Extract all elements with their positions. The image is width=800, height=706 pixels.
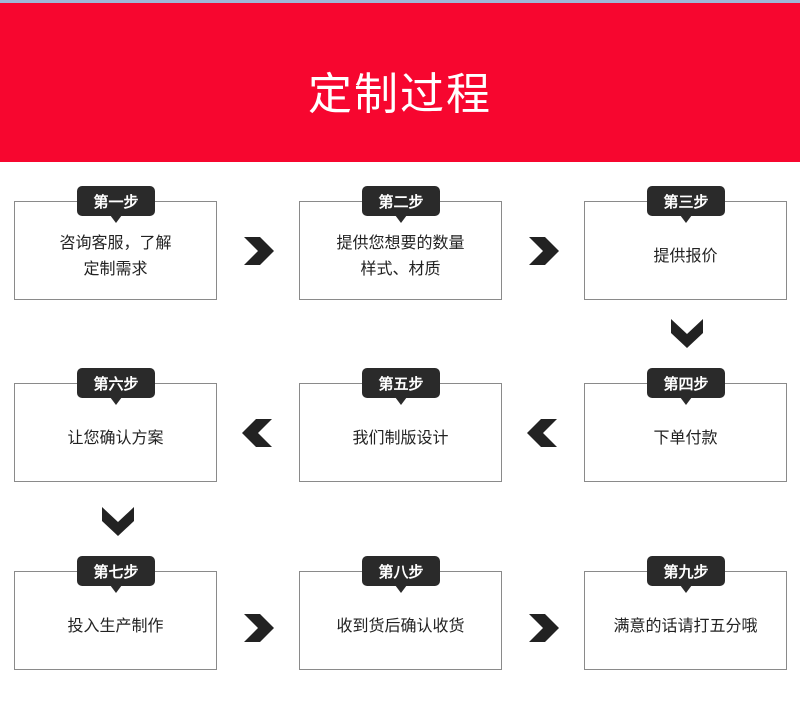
chevron-down-icon [100,503,136,539]
step-text-line: 让您确认方案 [67,427,164,447]
chevron-right-icon [240,233,276,269]
step-text: 我们制版设计 [352,425,448,451]
step-label: 第四步 [647,368,725,405]
step-label: 第二步 [362,186,440,223]
step-box: 投入生产制作 [14,571,217,670]
step-text-line: 提供您想要的数量 [336,232,465,252]
chevron-right-icon [525,610,561,646]
step-text: 提供报价 [653,243,717,269]
step-label: 第六步 [77,368,155,405]
chevron-right-icon [240,610,276,646]
chevron-down-icon [669,315,705,351]
step-text-line: 定制需求 [83,258,148,278]
step-text-line: 我们制版设计 [352,427,449,447]
chevron-left-icon [525,415,561,451]
page-title: 定制过程 [308,69,492,120]
step-text-line: 收到货后确认收货 [336,615,465,635]
step-label: 第一步 [77,186,155,223]
step-text-line: 满意的话请打五分哦 [613,615,758,635]
step-text-line: 样式、材质 [360,258,441,278]
chevron-right-icon [525,233,561,269]
step-text: 下单付款 [653,425,717,451]
step-label: 第三步 [647,186,725,223]
header-banner: 定制过程 [0,0,800,162]
step-text: 投入生产制作 [67,613,163,639]
step-text-line: 投入生产制作 [67,615,164,635]
step-text-line: 咨询客服，了解 [59,232,172,252]
step-text: 让您确认方案 [67,425,163,451]
step-text: 收到货后确认收货 [336,613,464,639]
step-text: 咨询客服，了解定制需求 [59,230,171,282]
chevron-left-icon [240,415,276,451]
step-label: 第五步 [362,368,440,405]
step-text-line: 提供报价 [653,245,718,265]
step-label: 第八步 [362,556,440,593]
step-label: 第七步 [77,556,155,593]
step-text: 满意的话请打五分哦 [613,613,757,639]
step-box: 满意的话请打五分哦 [584,571,787,670]
step-text-line: 下单付款 [653,427,718,447]
step-label: 第九步 [647,556,725,593]
step-text: 提供您想要的数量样式、材质 [336,230,464,282]
